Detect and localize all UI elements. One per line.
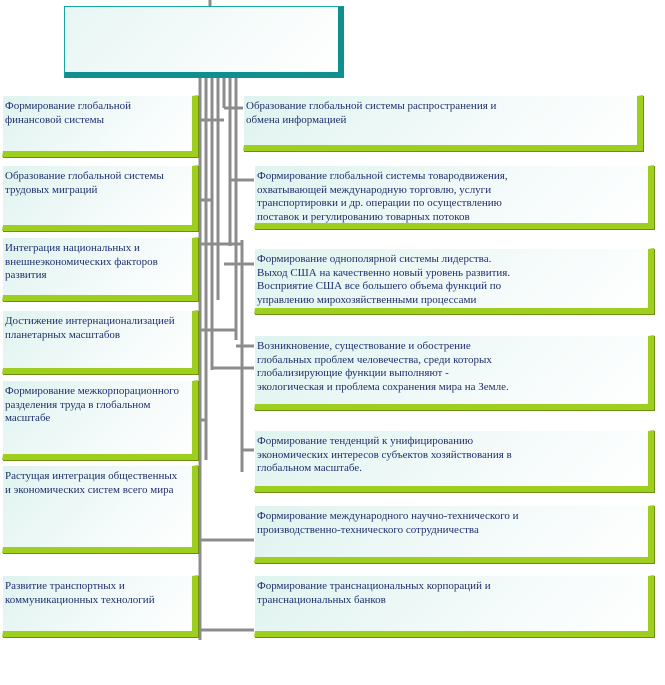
left-box-5: Формирование межкорпорационного разделен… — [2, 380, 198, 460]
right-box-3: Формирование однополярной системы лидерс… — [254, 248, 654, 314]
left-box-3: Интеграция национальных и внешнеэкономич… — [2, 237, 198, 301]
left-box-2: Образование глобальной системы трудовых … — [2, 165, 198, 231]
right-box-6: Формирование международного научно-техни… — [254, 505, 654, 563]
top-box — [64, 6, 344, 78]
right-box-1: Образование глобальной системы распростр… — [243, 95, 643, 151]
right-box-2: Формирование глобальной системы товародв… — [254, 165, 654, 229]
right-box-7: Формирование транснациональных корпораци… — [254, 575, 654, 637]
left-box-6: Растущая интеграция общественных и эконо… — [2, 465, 198, 553]
left-box-7: Развитие транспортных и коммуникационных… — [2, 575, 198, 637]
right-box-5: Формирование тенденций к унифицированию … — [254, 430, 654, 492]
left-box-4: Достижение интернационализацией планетар… — [2, 310, 198, 374]
right-box-4: Возникновение, существование и обострени… — [254, 335, 654, 410]
left-box-1: Формирование глобальной финансовой систе… — [2, 95, 198, 157]
